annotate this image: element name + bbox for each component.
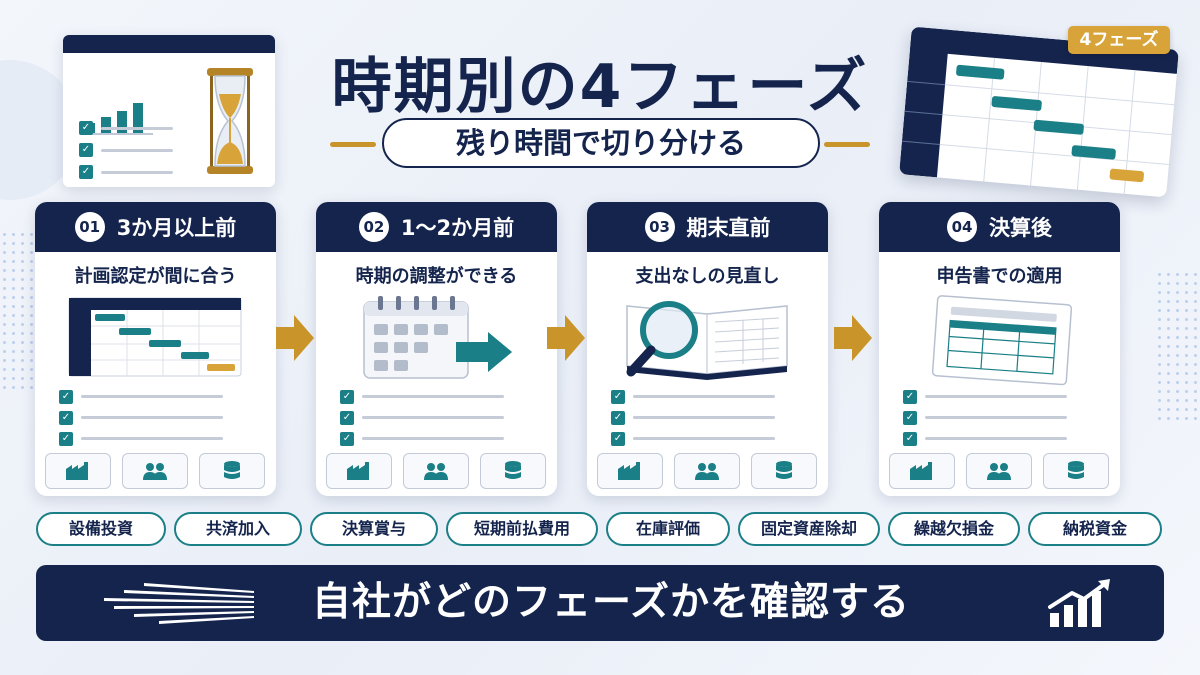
check-icon: ✓ bbox=[340, 389, 354, 404]
check-icon: ✓ bbox=[59, 410, 73, 425]
tag-item: 短期前払費用 bbox=[446, 512, 598, 546]
phase-header: 01 3か月以上前 bbox=[35, 202, 276, 252]
tag-item: 設備投資 bbox=[36, 512, 166, 546]
arrow-right-icon bbox=[276, 315, 314, 361]
arrow-right-icon bbox=[547, 315, 585, 361]
bottom-banner: 自社がどのフェーズかを確認する bbox=[36, 565, 1164, 641]
phase-card-1: 01 3か月以上前 計画認定が間に合う ✓ ✓ ✓ bbox=[35, 202, 276, 496]
check-icon: ✓ bbox=[79, 165, 93, 179]
card-icon-row bbox=[45, 453, 265, 489]
tag-item: 決算賞与 bbox=[310, 512, 438, 546]
card-icon-row bbox=[326, 453, 546, 489]
speed-lines-icon bbox=[104, 583, 254, 624]
check-icon: ✓ bbox=[340, 431, 354, 446]
card-icon-row bbox=[889, 453, 1109, 489]
card-icon-row bbox=[597, 453, 817, 489]
check-icon: ✓ bbox=[59, 431, 73, 446]
phase-number: 02 bbox=[358, 212, 389, 242]
arrow-right-icon bbox=[834, 315, 872, 361]
factory-icon bbox=[326, 453, 392, 489]
check-icon: ✓ bbox=[611, 410, 625, 425]
dot-pattern-right bbox=[1155, 270, 1200, 420]
check-icon: ✓ bbox=[903, 389, 917, 404]
check-icon: ✓ bbox=[59, 389, 73, 404]
growth-chart-icon bbox=[1048, 579, 1110, 627]
subtitle-line-left bbox=[330, 142, 376, 147]
tag-item: 固定資産除却 bbox=[738, 512, 880, 546]
phase-number: 04 bbox=[947, 212, 977, 242]
phase-period: 期末直前 bbox=[686, 216, 771, 240]
factory-icon bbox=[889, 453, 955, 489]
database-icon bbox=[1043, 453, 1109, 489]
check-icon: ✓ bbox=[903, 410, 917, 425]
phase-card-3: 03 期末直前 支出なしの見直し ✓ ✓ ✓ bbox=[587, 202, 828, 496]
tag-item: 繰越欠損金 bbox=[888, 512, 1020, 546]
phase-description: 時期の調整ができる bbox=[355, 266, 518, 287]
calendar-arrow-icon bbox=[316, 294, 557, 386]
phase-description: 計画認定が間に合う bbox=[74, 266, 237, 287]
checklist: ✓ ✓ ✓ bbox=[59, 386, 223, 449]
gantt-chart-icon bbox=[35, 294, 276, 386]
phase-header: 04 決算後 bbox=[879, 202, 1120, 252]
tag-item: 在庫評価 bbox=[606, 512, 730, 546]
phase-card-4: 04 決算後 申告書での適用 ✓ ✓ ✓ bbox=[879, 202, 1120, 496]
check-icon: ✓ bbox=[903, 431, 917, 446]
database-icon bbox=[751, 453, 817, 489]
phase-description: 申告書での適用 bbox=[936, 266, 1063, 287]
people-icon bbox=[674, 453, 740, 489]
phase-period: 1〜2か月前 bbox=[400, 216, 515, 240]
card-header-bar bbox=[63, 35, 275, 53]
page-title: 時期別の4フェーズ bbox=[331, 52, 869, 122]
check-icon: ✓ bbox=[340, 410, 354, 425]
check-icon: ✓ bbox=[611, 431, 625, 446]
phase-number: 01 bbox=[74, 212, 105, 242]
checklist: ✓ ✓ ✓ bbox=[903, 386, 1067, 449]
database-icon bbox=[199, 453, 265, 489]
people-icon bbox=[403, 453, 469, 489]
checklist: ✓ ✓ ✓ bbox=[611, 386, 775, 449]
tag-item: 共済加入 bbox=[174, 512, 302, 546]
factory-icon bbox=[45, 453, 111, 489]
phase-description: 支出なしの見直し bbox=[635, 266, 780, 287]
checklist: ✓ ✓ ✓ bbox=[340, 386, 504, 449]
subtitle: 残り時間で切り分ける bbox=[382, 118, 820, 168]
magnifier-ledger-icon bbox=[587, 294, 828, 386]
people-icon bbox=[966, 453, 1032, 489]
phase-number: 03 bbox=[644, 212, 675, 242]
subtitle-line-right bbox=[824, 142, 870, 147]
checklist: ✓ ✓ ✓ bbox=[79, 117, 173, 183]
subtitle-wrapper: 残り時間で切り分ける bbox=[330, 118, 870, 168]
check-icon: ✓ bbox=[611, 389, 625, 404]
factory-icon bbox=[597, 453, 663, 489]
phase-period: 3か月以上前 bbox=[116, 216, 237, 240]
phase-badge: 4フェーズ bbox=[1068, 26, 1170, 54]
check-icon: ✓ bbox=[79, 121, 93, 135]
tax-form-icon bbox=[879, 294, 1120, 386]
hourglass-icon bbox=[207, 68, 253, 174]
banner-text: 自社がどのフェーズかを確認する bbox=[311, 580, 911, 625]
gantt-board-icon bbox=[899, 26, 1179, 198]
phase-header: 02 1〜2か月前 bbox=[316, 202, 557, 252]
phase-period: 決算後 bbox=[989, 216, 1052, 240]
dot-pattern-left bbox=[0, 230, 40, 390]
check-icon: ✓ bbox=[79, 143, 93, 157]
phase-card-2: 02 1〜2か月前 時期の調整ができる ✓ ✓ ✓ bbox=[316, 202, 557, 496]
phase-header: 03 期末直前 bbox=[587, 202, 828, 252]
tag-item: 納税資金 bbox=[1028, 512, 1162, 546]
database-icon bbox=[480, 453, 546, 489]
people-icon bbox=[122, 453, 188, 489]
checklist-chart-card: ✓ ✓ ✓ bbox=[63, 35, 275, 187]
